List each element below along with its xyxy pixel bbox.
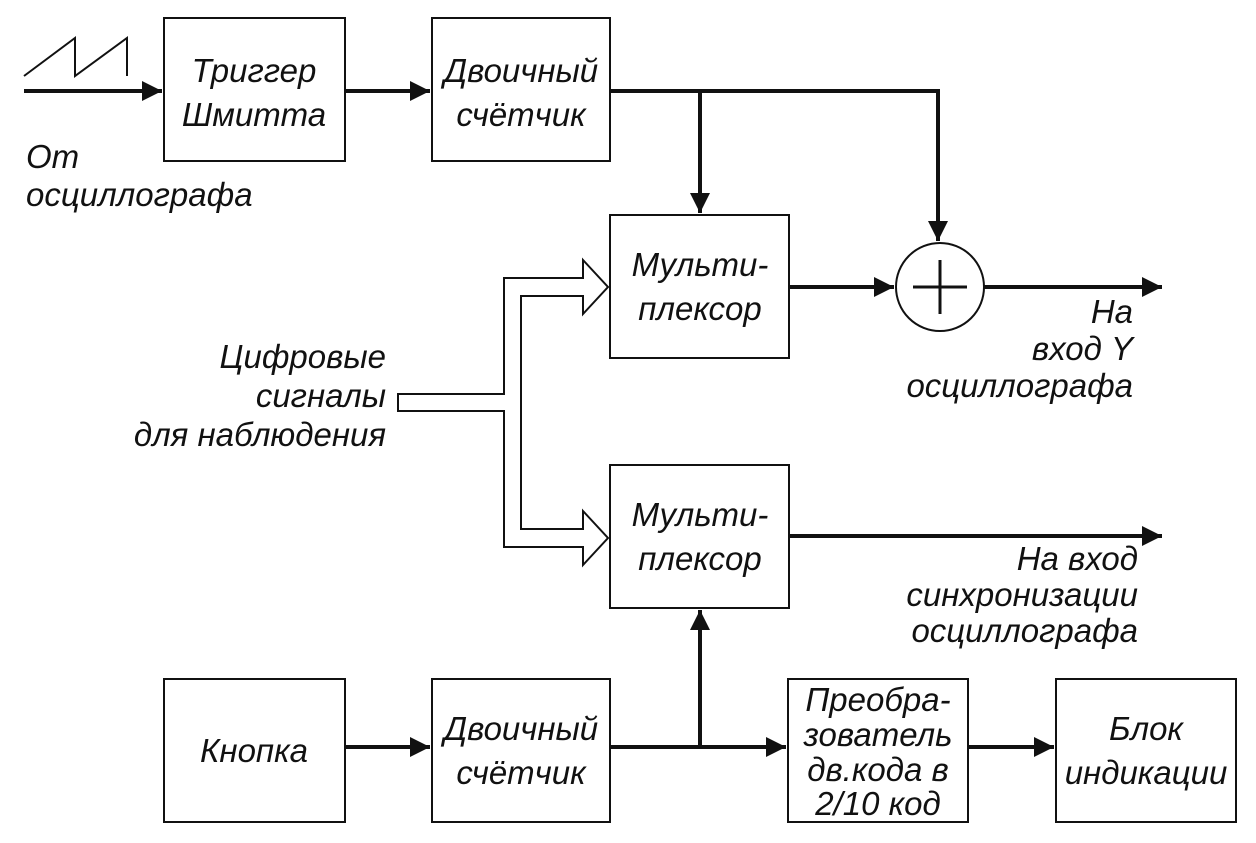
wire-counter-out bbox=[610, 89, 948, 241]
binary-counter-top-label-2: счётчик bbox=[456, 96, 587, 133]
multiplexer-bottom-block: Мульти- плексор bbox=[609, 464, 790, 609]
multiplexer-bottom-label-1: Мульти- bbox=[632, 496, 769, 533]
binary-counter-bottom-label-2: счётчик bbox=[456, 754, 587, 791]
converter-block: Преобра- зователь дв.кода в 2/10 код bbox=[787, 678, 969, 823]
display-unit-label-2: индикации bbox=[1065, 754, 1228, 791]
button-label: Кнопка bbox=[200, 732, 308, 769]
to-y-input-label-1: На bbox=[1091, 293, 1133, 330]
digital-signals-label-1: Цифровые bbox=[220, 338, 386, 375]
converter-label-1: Преобра- bbox=[805, 681, 950, 718]
schmitt-trigger-label-2: Шмитта bbox=[182, 96, 326, 133]
schmitt-trigger-block: Триггер Шмитта bbox=[163, 17, 346, 162]
from-oscilloscope-label-2: осциллографа bbox=[26, 176, 253, 213]
display-unit-block: Блок индикации bbox=[1055, 678, 1237, 823]
digital-signals-label-2: сигналы bbox=[256, 377, 386, 414]
to-y-input-label-3: осциллографа bbox=[906, 367, 1133, 404]
to-sync-input-label-1: На вход bbox=[1017, 540, 1138, 577]
to-sync-input-label-2: синхронизации bbox=[906, 576, 1138, 613]
multiplexer-bottom-label-2: плексор bbox=[638, 540, 762, 577]
binary-counter-top-label-1: Двоичный bbox=[440, 52, 598, 89]
to-sync-input-label-3: осциллографа bbox=[911, 612, 1138, 649]
binary-counter-bottom-block: Двоичный счётчик bbox=[431, 678, 611, 823]
converter-label-4: 2/10 код bbox=[814, 785, 941, 822]
digital-signals-label-3: для наблюдения bbox=[134, 416, 386, 453]
multiplexer-top-block: Мульти- плексор bbox=[609, 214, 790, 359]
from-oscilloscope-label-1: От bbox=[26, 138, 79, 175]
multiplexer-top-label-2: плексор bbox=[638, 290, 762, 327]
to-y-input-label-2: вход Y bbox=[1032, 330, 1135, 367]
display-unit-label-1: Блок bbox=[1109, 710, 1184, 747]
digital-signal-bus bbox=[397, 257, 610, 568]
converter-label-2: зователь bbox=[803, 716, 953, 753]
button-block: Кнопка bbox=[163, 678, 346, 823]
schmitt-trigger-label-1: Триггер bbox=[192, 52, 317, 89]
sawtooth-wave-icon bbox=[23, 36, 128, 78]
binary-counter-top-block: Двоичный счётчик bbox=[431, 17, 611, 162]
multiplexer-top-label-1: Мульти- bbox=[632, 246, 769, 283]
converter-label-3: дв.кода в bbox=[807, 751, 949, 788]
plus-circle-icon bbox=[895, 242, 985, 332]
binary-counter-bottom-label-1: Двоичный bbox=[440, 710, 598, 747]
